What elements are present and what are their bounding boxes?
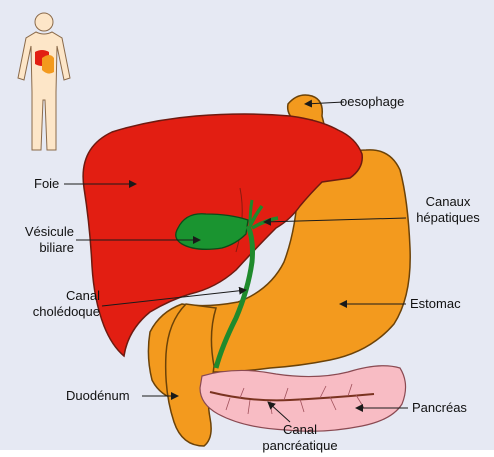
label-oesophage: oesophage xyxy=(340,94,404,109)
label-canal-line1: Canal xyxy=(0,288,100,304)
label-estomac: Estomac xyxy=(410,296,461,311)
label-canal-panc-line2: pancréatique xyxy=(252,438,348,454)
label-duodenum: Duodénum xyxy=(66,388,130,403)
label-canal-panc-line1: Canal xyxy=(252,422,348,438)
label-canaux-line1: Canaux xyxy=(406,194,490,210)
label-vesicule-line2: biliare xyxy=(2,240,74,256)
background-white-margin xyxy=(0,450,494,457)
label-canal-line2: cholédoque xyxy=(0,304,100,320)
label-canal-choledoque: Canal cholédoque xyxy=(0,288,100,320)
label-canal-pancreatique: Canal pancréatique xyxy=(252,422,348,454)
label-vesicule-line1: Vésicule xyxy=(2,224,74,240)
label-canaux-hepatiques: Canaux hépatiques xyxy=(406,194,490,226)
label-vesicule-biliare: Vésicule biliare xyxy=(2,224,74,256)
label-foie: Foie xyxy=(34,176,59,191)
label-pancreas: Pancréas xyxy=(412,400,467,415)
label-canaux-line2: hépatiques xyxy=(406,210,490,226)
